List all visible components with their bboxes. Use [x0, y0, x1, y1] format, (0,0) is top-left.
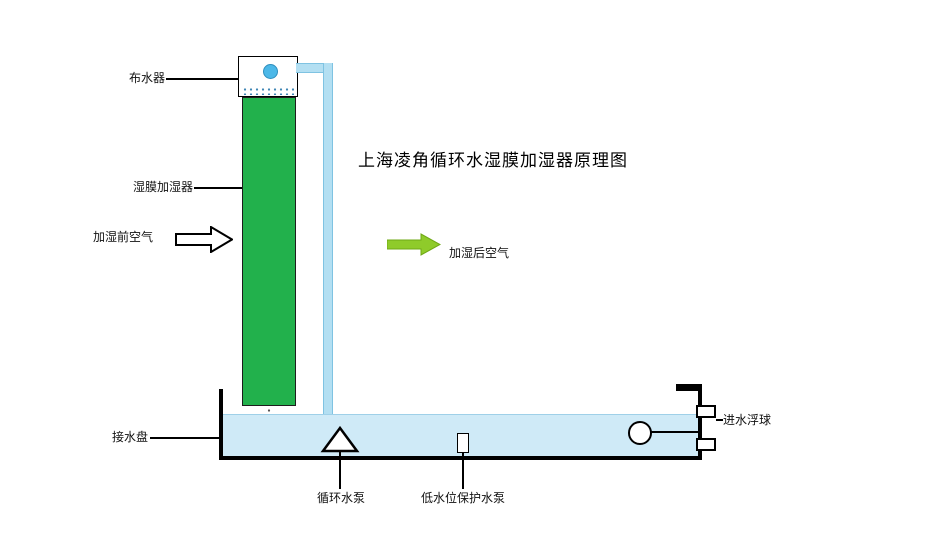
nozzle-circle-icon [263, 64, 278, 79]
wet-membrane-leader-line [194, 187, 258, 189]
diagram-title: 上海凌角循环水湿膜加湿器原理图 [358, 151, 628, 170]
water-distributor-leader-line [166, 78, 238, 80]
circulation-pump-label: 循环水泵 [317, 491, 366, 505]
tray-right-wall [698, 389, 702, 460]
float-arm-line [650, 431, 698, 433]
tray-right-top-cap [676, 384, 702, 391]
air-after-label: 加湿后空气 [449, 246, 510, 260]
air-before-arrow-icon [175, 226, 233, 253]
tray-left-wall [219, 389, 223, 460]
water-tray-label: 接水盘 [112, 430, 149, 444]
wet-membrane-label: 湿膜加湿器 [133, 180, 194, 194]
inlet-fitting-lower [696, 438, 716, 451]
wet-membrane-block [242, 97, 296, 406]
pipe-vertical [323, 63, 333, 430]
water-tray-leader-line [150, 437, 219, 439]
tray-bottom-wall [219, 456, 702, 460]
low-water-pump-label: 低水位保护水泵 [421, 491, 506, 505]
air-before-label: 加湿前空气 [93, 230, 154, 244]
air-after-arrow-icon [387, 233, 441, 256]
inlet-fitting-upper [696, 405, 716, 418]
spray-dots [242, 87, 294, 95]
pipe-horizontal [296, 63, 333, 73]
water-distributor-label: 布水器 [129, 71, 166, 85]
inlet-float-label: 进水浮球 [723, 413, 772, 427]
circulation-pump-icon [320, 425, 360, 453]
drip-dots [246, 407, 292, 414]
low-water-pump-leader-line [462, 453, 464, 489]
low-water-pump-icon [457, 433, 469, 453]
water-distributor-box [238, 56, 298, 97]
inlet-float-leader-line [716, 419, 723, 421]
circulation-pump-leader-line [339, 452, 341, 489]
inlet-float-ball-icon [628, 421, 652, 445]
